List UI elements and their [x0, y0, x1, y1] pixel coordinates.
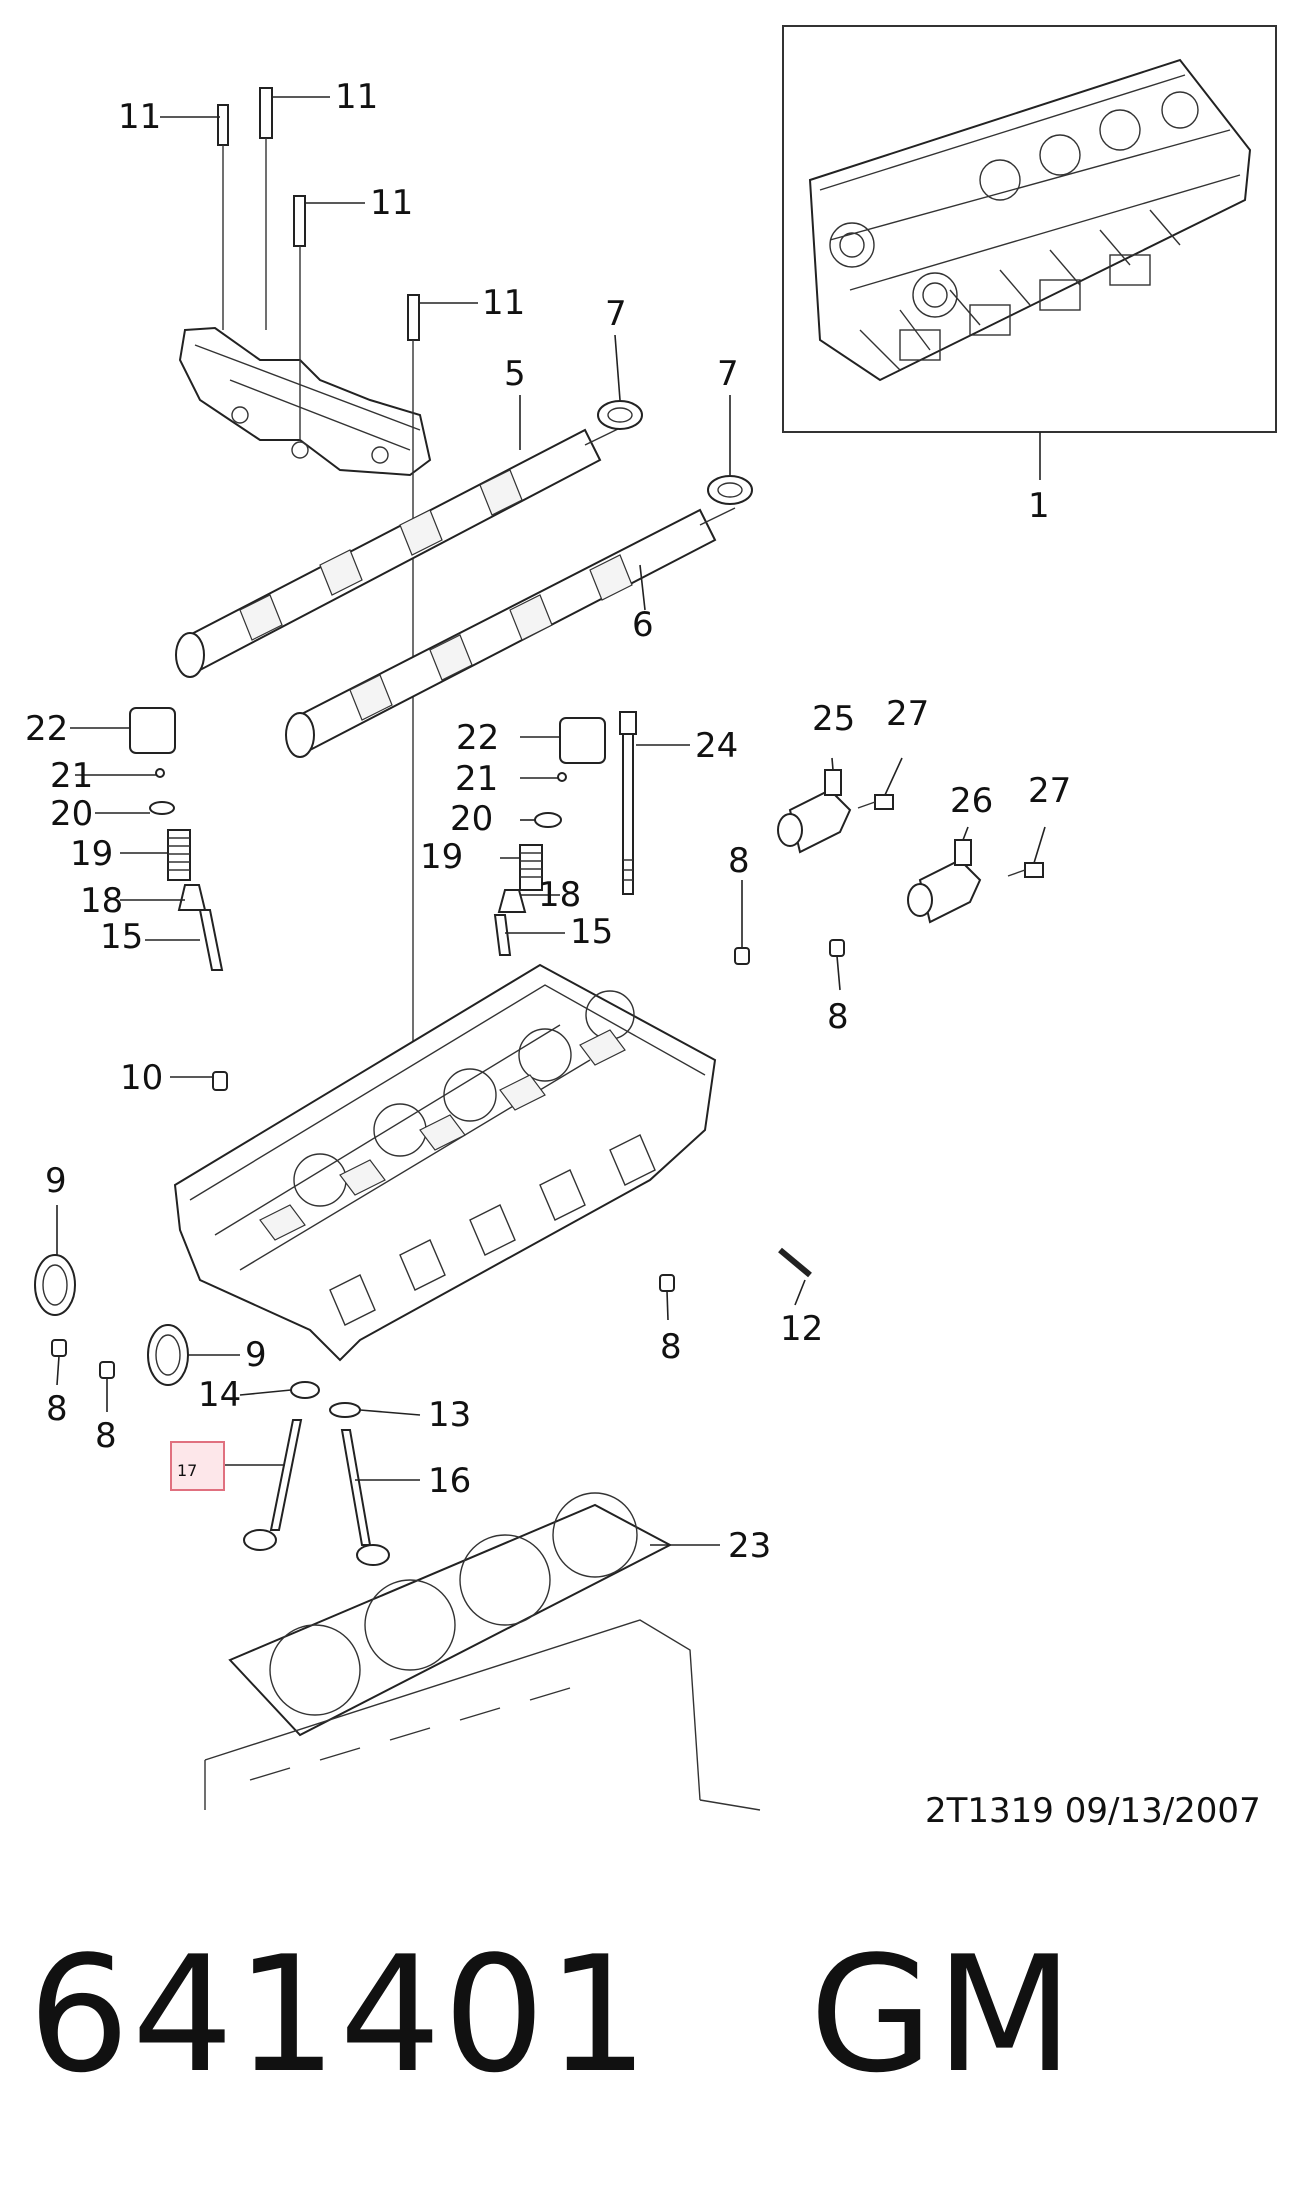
cam-seal-7-a — [597, 400, 643, 430]
head-gasket-23 — [228, 1492, 673, 1737]
callout-9b: 9 — [245, 1335, 267, 1375]
callout-27a: 27 — [886, 694, 929, 734]
callout-22b: 22 — [456, 718, 499, 758]
valve-train-right — [493, 717, 606, 956]
camshaft-bearing-cap — [178, 326, 432, 477]
stud-12 — [778, 1247, 812, 1278]
valve-train-left — [129, 707, 224, 971]
callout-6: 6 — [632, 605, 654, 645]
engine-block-outline — [204, 1619, 761, 1811]
callout-14: 14 — [198, 1375, 241, 1415]
callout-25: 25 — [812, 699, 855, 739]
camshaft-6 — [285, 507, 736, 758]
screw-27-a — [857, 794, 894, 810]
bolt-11-a — [217, 104, 229, 330]
part-number: 641401 — [28, 1921, 651, 2108]
valve-16 — [340, 1429, 390, 1566]
inset-assembly-box — [782, 25, 1277, 433]
callout-11b: 11 — [335, 77, 378, 117]
callout-15b: 15 — [570, 912, 613, 952]
callout-8d: 8 — [95, 1416, 117, 1456]
callout-11a: 11 — [118, 97, 161, 137]
seal-9-a — [34, 1254, 76, 1316]
bolt-11-b — [259, 87, 273, 330]
head-bolt-24 — [619, 711, 637, 895]
seal-13 — [329, 1402, 361, 1418]
callout-20b: 20 — [450, 799, 493, 839]
callout-8c: 8 — [46, 1389, 68, 1429]
callout-18b: 18 — [538, 875, 581, 915]
seal-9-b — [147, 1324, 189, 1386]
callout-10: 10 — [120, 1058, 163, 1098]
callout-22a: 22 — [25, 709, 68, 749]
callout-1: 1 — [1028, 486, 1050, 526]
callout-27b: 27 — [1028, 771, 1071, 811]
bolt-11-c — [293, 195, 306, 440]
exploded-parts-diagram: 1 5 6 7 7 8 8 8 8 8 9 9 10 11 11 11 11 1… — [25, 25, 1277, 1831]
highlight-box-callout-17 — [170, 1441, 225, 1491]
callout-8b: 8 — [827, 997, 849, 1037]
callout-16: 16 — [428, 1461, 471, 1501]
brand-name: GM — [809, 1921, 1076, 2108]
callout-21b: 21 — [455, 759, 498, 799]
leader-lines — [56, 96, 1046, 1546]
callout-15a: 15 — [100, 917, 143, 957]
callout-21a: 21 — [50, 756, 93, 796]
callout-5: 5 — [504, 354, 526, 394]
callout-8e: 8 — [660, 1327, 682, 1367]
cylinder-head — [173, 963, 717, 1362]
callout-20a: 20 — [50, 794, 93, 834]
callout-8a: 8 — [728, 841, 750, 881]
inset-head-drawing — [808, 58, 1252, 382]
seal-14 — [290, 1381, 320, 1399]
drawing-code: 2T1319 09/13/2007 — [925, 1791, 1261, 1831]
callout-12: 12 — [780, 1309, 823, 1349]
callout-labels: 1 5 6 7 7 8 8 8 8 8 9 9 10 11 11 11 11 1… — [25, 77, 1071, 1566]
callout-19a: 19 — [70, 834, 113, 874]
callout-11c: 11 — [370, 183, 413, 223]
cam-seal-7-b — [707, 475, 753, 505]
sensor-25 — [777, 769, 852, 854]
callout-7b: 7 — [717, 354, 739, 394]
callout-18a: 18 — [80, 881, 123, 921]
callout-26: 26 — [950, 781, 993, 821]
callout-19b: 19 — [420, 837, 463, 877]
callout-7a: 7 — [605, 294, 627, 334]
callout-17: 17 — [177, 1461, 197, 1480]
callout-9a: 9 — [45, 1161, 67, 1201]
callout-13: 13 — [428, 1395, 471, 1435]
camshaft-5 — [175, 427, 621, 678]
sensor-26 — [907, 839, 982, 924]
callout-11d: 11 — [482, 283, 525, 323]
callout-24: 24 — [695, 726, 738, 766]
part-number-footer: 641401 GM — [28, 1935, 1075, 2095]
valve-17 — [243, 1419, 303, 1551]
screw-27-b — [1007, 862, 1044, 878]
callout-23: 23 — [728, 1526, 771, 1566]
